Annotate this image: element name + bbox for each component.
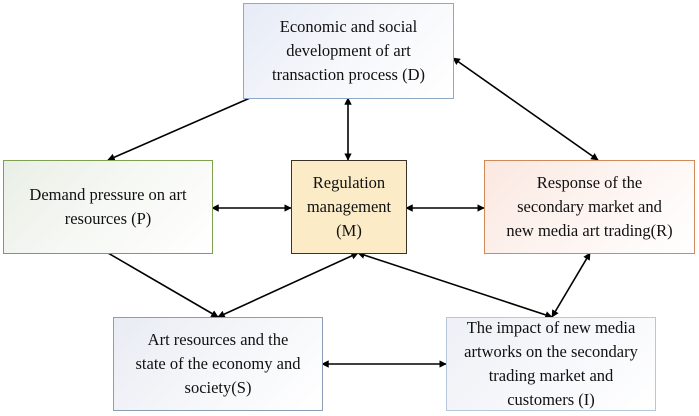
node-p-line-2: resources (P) — [64, 209, 152, 228]
node-i-line-1: The impact of new media — [466, 318, 636, 337]
node-demand-pressure: Demand pressure on art resources (P) — [3, 160, 213, 254]
node-economic-social-development: Economic and social development of art t… — [243, 3, 454, 99]
node-s-line-3: society(S) — [184, 378, 252, 397]
node-regulation-management: Regulation management (M) — [291, 160, 407, 254]
edge-m-s-arrow — [217, 252, 359, 318]
node-d-line-2: development of art — [286, 41, 411, 60]
edge-r-i-arrow — [551, 252, 591, 318]
node-i-line-3: trading market and — [488, 366, 614, 385]
node-i-line-2: artworks on the secondary — [464, 342, 638, 361]
edge-d-p-arrow — [107, 97, 251, 161]
node-d-line-3: transaction process (D) — [271, 65, 426, 84]
node-r-line-1: Response of the — [536, 173, 643, 192]
node-s-line-1: Art resources and the — [147, 330, 289, 349]
edge-p-s-arrow — [107, 252, 219, 318]
node-r-line-2: secondary market and — [517, 197, 662, 216]
node-m-line-2: management — [306, 197, 392, 216]
node-r-line-3: new media art trading(R) — [506, 221, 673, 240]
edge-m-i-arrow — [357, 251, 553, 319]
edge-d-r-arrow — [452, 57, 599, 161]
node-art-resources-state: Art resources and the state of the econo… — [113, 317, 323, 411]
node-m-line-1: Regulation — [312, 173, 386, 192]
node-i-line-4: customers (I) — [507, 390, 595, 409]
node-secondary-market-response: Response of the secondary market and new… — [484, 160, 695, 254]
node-s-line-2: state of the economy and — [135, 354, 301, 373]
node-p-line-1: Demand pressure on art — [29, 185, 187, 204]
node-new-media-impact: The impact of new media artworks on the … — [446, 317, 656, 411]
node-m-line-3: (M) — [336, 221, 362, 240]
node-d-line-1: Economic and social — [279, 17, 418, 36]
